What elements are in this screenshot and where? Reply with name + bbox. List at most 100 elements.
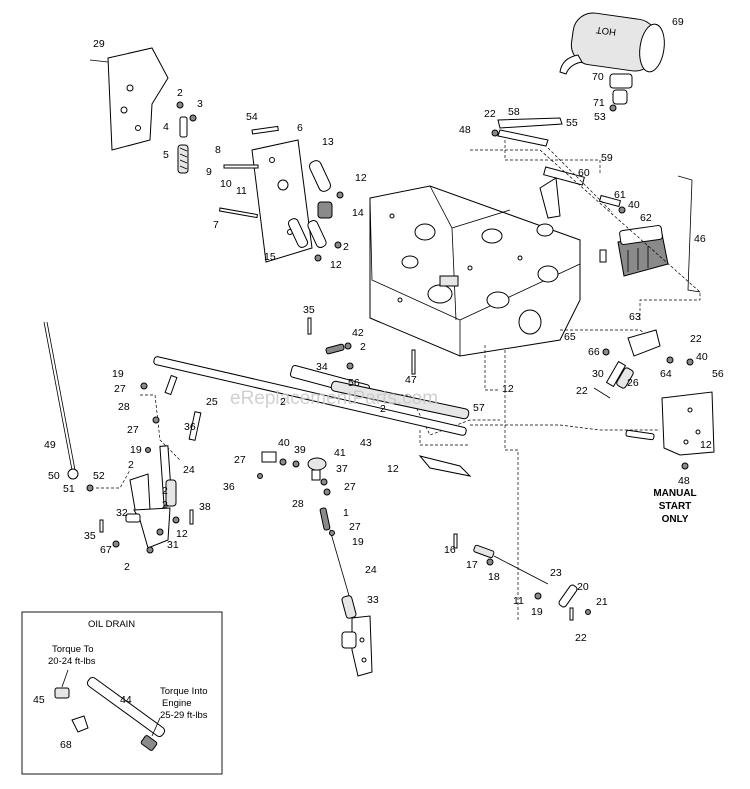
callout-12f: 12 (176, 528, 188, 540)
lower-right-linkage (453, 533, 591, 621)
callout-48: 48 (459, 124, 471, 136)
air-cleaner (599, 225, 669, 277)
muffler: HOT (559, 12, 665, 112)
callout-61: 61 (614, 189, 626, 201)
callout-20: 20 (577, 581, 589, 593)
callout-66: 66 (588, 346, 600, 358)
callout-55: 55 (566, 117, 578, 129)
callout-34: 34 (316, 361, 328, 373)
callout-9: 9 (206, 166, 212, 178)
callout-16: 16 (444, 544, 456, 556)
callout-51: 51 (63, 483, 75, 495)
callout-31: 31 (167, 539, 179, 551)
callout-32: 32 (116, 507, 128, 519)
engine-side-plate (107, 47, 169, 151)
callout-2f: 2 (128, 459, 134, 471)
torque-into-line1: Torque Into (160, 686, 208, 697)
torque-into-line2: Engine (162, 698, 192, 709)
callout-8: 8 (215, 144, 221, 156)
callout-53: 53 (594, 111, 606, 123)
callout-13: 13 (322, 136, 334, 148)
callout-7: 7 (213, 219, 219, 231)
spacers (287, 160, 344, 262)
callout-62: 62 (640, 212, 652, 224)
callout-23: 23 (550, 567, 562, 579)
callout-24b: 24 (365, 564, 377, 576)
callout-36: 36 (184, 421, 196, 433)
callout-10: 10 (220, 178, 232, 190)
callout-41: 41 (334, 447, 346, 459)
callout-33: 33 (367, 594, 379, 606)
callout-39: 39 (294, 444, 306, 456)
callout-36b: 36 (223, 481, 235, 493)
callout-25: 25 (206, 396, 218, 408)
callout-38: 38 (199, 501, 211, 513)
callout-30: 30 (592, 368, 604, 380)
torque-to-line2: 20-24 ft-lbs (48, 656, 96, 667)
muffler-hot-label: HOT (595, 24, 617, 38)
callout-48b: 48 (678, 475, 690, 487)
manual-start-line1: MANUAL (653, 488, 696, 499)
callout-44: 44 (120, 694, 132, 706)
callout-27b: 27 (127, 424, 139, 436)
manual-start-plate (625, 391, 715, 470)
callout-56b: 56 (712, 368, 724, 380)
callout-42: 42 (352, 327, 364, 339)
callout-40: 40 (628, 199, 640, 211)
callout-57: 57 (473, 402, 485, 414)
oil-drain-box (21, 611, 223, 775)
oil-drain-hose (54, 669, 166, 751)
callout-58: 58 (508, 106, 520, 118)
callout-12: 12 (355, 172, 367, 184)
callout-71: 71 (593, 97, 605, 109)
callout-2h: 2 (162, 499, 168, 511)
oil-drain-title: OIL DRAIN (88, 619, 135, 630)
callout-labels: 29 2 3 4 5 54 6 13 8 9 10 11 12 14 7 2 1… (33, 16, 724, 751)
callout-35: 35 (303, 304, 315, 316)
callout-19d: 19 (531, 606, 543, 618)
callout-22d: 22 (575, 632, 587, 644)
choke-lever-bracket (341, 615, 373, 677)
callout-1: 1 (343, 507, 349, 519)
callout-43: 43 (360, 437, 372, 449)
control-shaft-assembly (153, 356, 472, 479)
callout-19: 19 (112, 368, 124, 380)
watermark: eReplacementParts.com (230, 388, 438, 409)
callout-45: 45 (33, 694, 45, 706)
callout-15: 15 (264, 251, 276, 263)
throttle-knob (307, 457, 328, 486)
throttle-spring-center (307, 317, 416, 375)
callout-19b: 19 (130, 444, 142, 456)
callout-40c: 40 (278, 437, 290, 449)
callout-17: 17 (466, 559, 478, 571)
callout-2e: 2 (380, 403, 386, 415)
callout-22: 22 (484, 108, 496, 120)
callout-54: 54 (246, 111, 258, 123)
callout-70: 70 (592, 71, 604, 83)
callout-24: 24 (183, 464, 195, 476)
callout-27e: 27 (349, 521, 361, 533)
choke-linkage-center (319, 488, 357, 619)
callout-27d: 27 (344, 481, 356, 493)
callout-2i: 2 (124, 561, 130, 573)
callout-59: 59 (601, 152, 613, 164)
callout-35b: 35 (84, 530, 96, 542)
callout-12b: 12 (330, 259, 342, 271)
torque-into-line3: 25-29 ft-lbs (160, 710, 208, 721)
throttle-linkage-right (593, 329, 694, 399)
callout-47: 47 (405, 374, 417, 386)
callout-50: 50 (48, 470, 60, 482)
manual-start-line2: START (659, 501, 692, 512)
callout-27: 27 (114, 383, 126, 395)
callout-22b: 22 (690, 333, 702, 345)
callout-69: 69 (672, 16, 684, 28)
callout-2: 2 (177, 87, 183, 99)
callout-4: 4 (163, 121, 169, 133)
callout-68: 68 (60, 739, 72, 751)
throttle-rods-upper (491, 117, 701, 293)
callout-2c: 2 (360, 341, 366, 353)
callout-18: 18 (488, 571, 500, 583)
callout-12e: 12 (387, 463, 399, 475)
callout-64: 64 (660, 368, 672, 380)
callout-65: 65 (564, 331, 576, 343)
